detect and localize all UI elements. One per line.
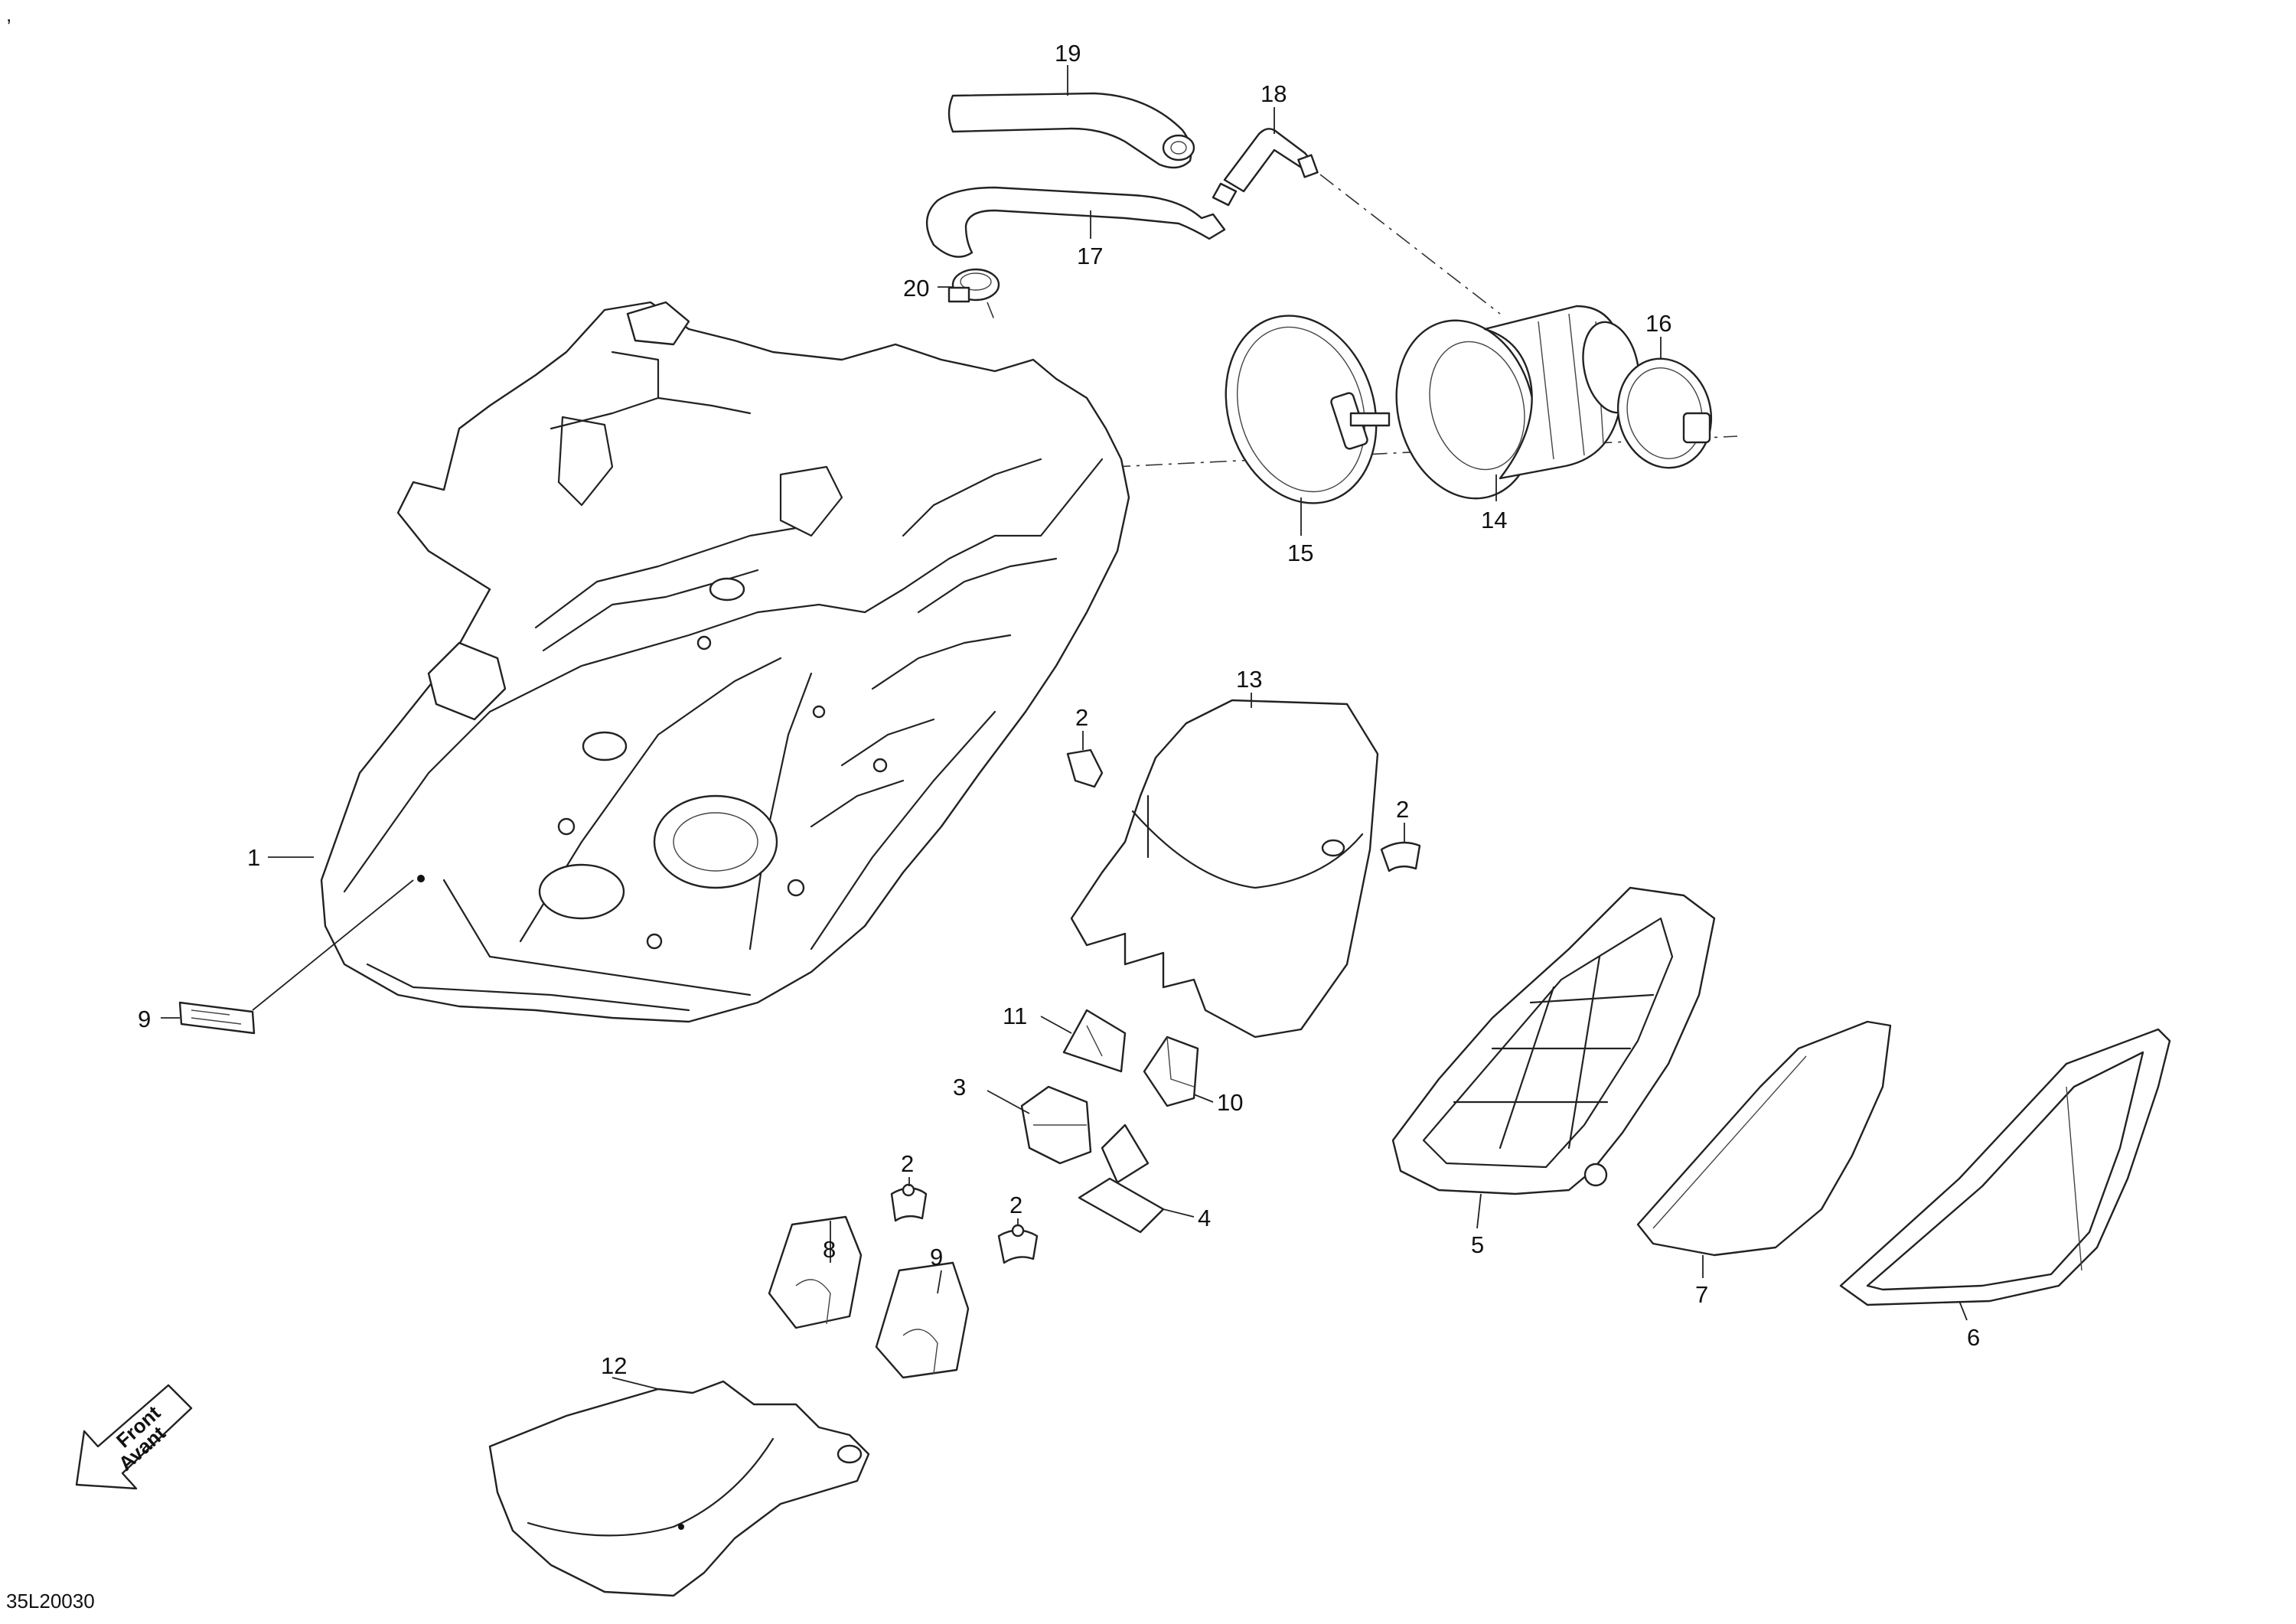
part-2-clip-d[interactable] (997, 1224, 1039, 1264)
callout-2c: 2 (901, 1150, 914, 1177)
part-17-hose[interactable] (925, 186, 1226, 258)
callout-4: 4 (1198, 1205, 1211, 1231)
part-9-bracket-a[interactable] (768, 1215, 863, 1329)
callout-1: 1 (247, 844, 260, 871)
callout-2d: 2 (1009, 1192, 1022, 1218)
callout-8: 7 (1695, 1281, 1708, 1308)
callout-9b: 9 (930, 1244, 943, 1270)
part-14-intake-boot[interactable] (1377, 305, 1646, 514)
callout-6: 9 (138, 1006, 151, 1032)
part-15-clamp[interactable] (1202, 296, 1400, 523)
callout-16: 16 (1645, 310, 1671, 337)
callout-13: 13 (1236, 666, 1262, 693)
callout-3: 3 (953, 1074, 966, 1101)
part-1-airbox[interactable] (320, 301, 1130, 1023)
part-12-shield[interactable] (488, 1380, 870, 1597)
callout-18: 18 (1261, 80, 1287, 107)
callout-2b: 2 (1396, 796, 1409, 823)
part-9-bracket-b[interactable] (875, 1261, 970, 1379)
callout-11: 11 (1003, 1003, 1027, 1029)
callout-10: 10 (1217, 1089, 1243, 1116)
callout-15: 15 (1287, 540, 1313, 566)
callout-14: 14 (1481, 507, 1507, 533)
callout-7: 6 (1967, 1324, 1980, 1351)
part-16-clamp[interactable] (1606, 348, 1723, 478)
part-2-clip-a[interactable] (1066, 748, 1104, 788)
callout-9a: 8 (823, 1236, 836, 1263)
part-8-filter[interactable] (1636, 1020, 1892, 1257)
corner-mark: , (6, 3, 11, 26)
part-5-filter-frame[interactable] (1391, 886, 1716, 1195)
part-7-gasket[interactable] (1839, 1028, 2171, 1306)
callouts: 19 18 17 20 16 14 15 13 2 2 1 9 11 10 3 … (138, 40, 1980, 1379)
part-18-elbow[interactable] (1212, 128, 1319, 207)
axis-line-18-14 (1319, 174, 1501, 315)
leader-lines (161, 65, 1968, 1390)
part-3-bracket[interactable] (1020, 1085, 1092, 1165)
part-11-bracket[interactable] (1062, 1009, 1127, 1073)
callout-5: 5 (1471, 1231, 1484, 1258)
part-6-label[interactable] (178, 1001, 256, 1035)
callout-19: 19 (1055, 40, 1081, 67)
drawing-code: 35L20030 (6, 1590, 95, 1613)
part-4-shim[interactable] (1078, 1123, 1165, 1234)
part-10-block[interactable] (1143, 1035, 1199, 1107)
axis-line-20 (987, 302, 996, 322)
callout-12: 12 (601, 1352, 627, 1379)
part-2-clip-b[interactable] (1380, 841, 1421, 872)
callout-17: 17 (1077, 243, 1103, 269)
callout-20: 20 (903, 275, 929, 302)
callout-2a: 2 (1075, 704, 1088, 731)
part-13-shield[interactable] (1070, 699, 1379, 1039)
part-20-clamp[interactable] (947, 268, 1000, 303)
part-2-clip-c[interactable] (890, 1183, 928, 1222)
part-19-hose[interactable] (947, 92, 1195, 169)
front-direction-arrow: Front Avant (75, 1384, 193, 1490)
